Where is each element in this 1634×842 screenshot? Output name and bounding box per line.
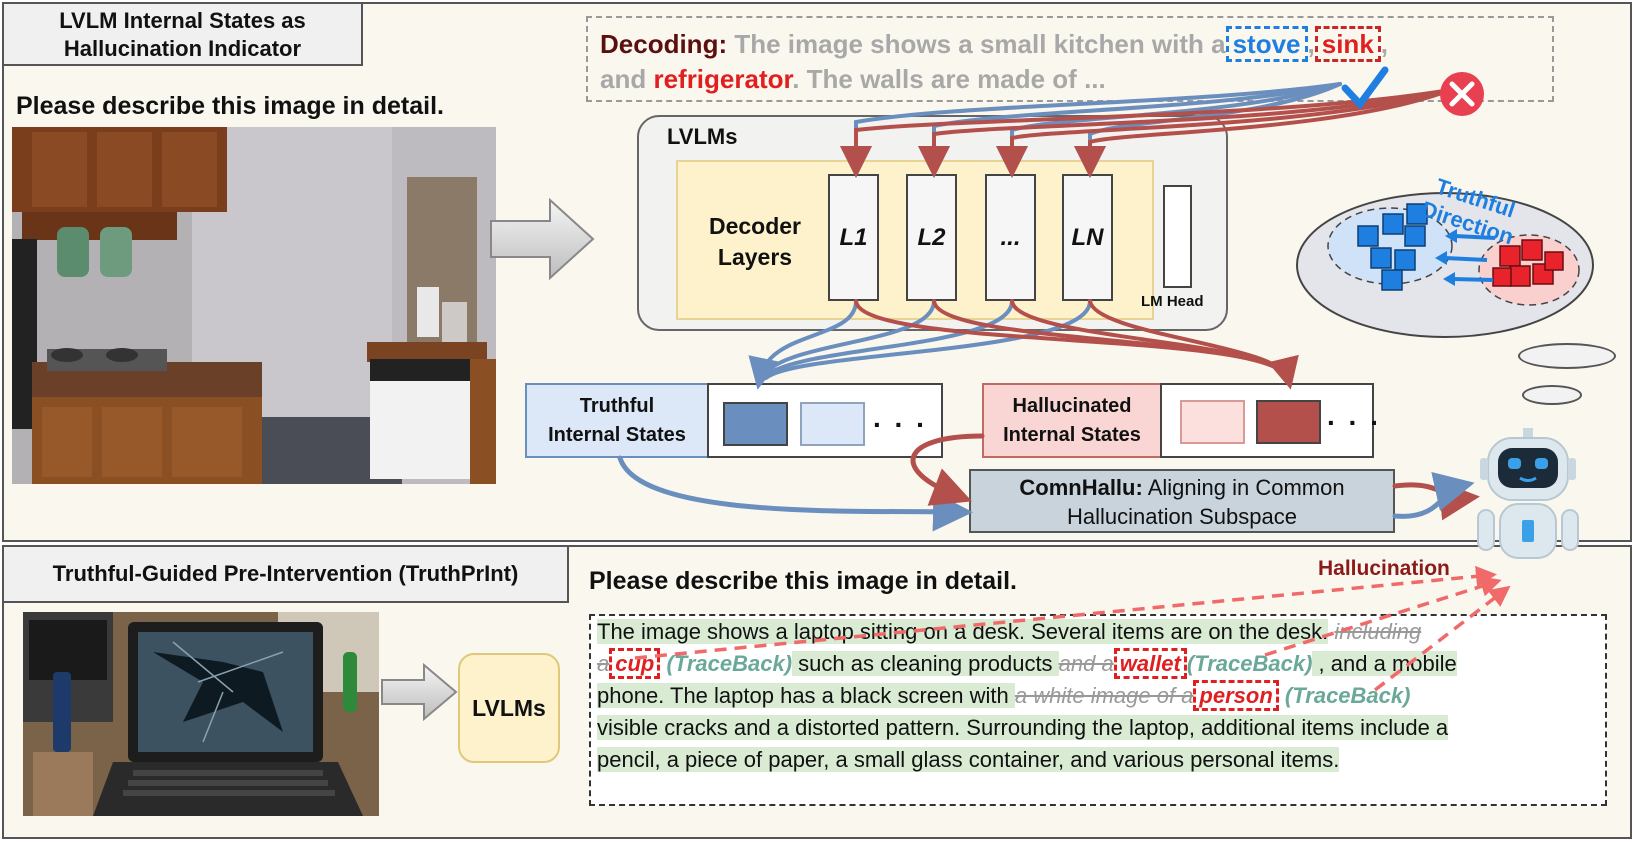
layer-ln: LN xyxy=(1062,174,1113,301)
stove-token: stove xyxy=(1225,26,1308,62)
bottom-prompt: Please describe this image in detail. xyxy=(589,567,1017,595)
decoding-text-4: . The walls are made of ... xyxy=(792,64,1106,94)
output-strike-2: a xyxy=(597,651,610,676)
sink-token: sink xyxy=(1314,26,1381,62)
thought-bubble-small xyxy=(1522,385,1582,405)
lvlm-title: LVLMs xyxy=(667,124,738,149)
truthful-states-label: Truthful Internal States xyxy=(525,383,709,458)
robot-icon xyxy=(1468,428,1588,583)
output-strike-1: including xyxy=(1334,619,1422,644)
decoding-text-1: The image shows a small kitchen with a xyxy=(727,29,1226,59)
truthful-states-dots: . . . xyxy=(873,402,927,433)
hallucinated-token-cup: cup xyxy=(609,648,661,679)
hallucinated-token-person: person xyxy=(1193,680,1279,711)
hallucinated-state-square-light xyxy=(1180,400,1245,444)
hallucination-label: Hallucination xyxy=(1318,557,1450,580)
hallucinated-states-label: Hallucinated Internal States xyxy=(982,383,1162,458)
decoding-sentence: Decoding: The image shows a small kitche… xyxy=(586,16,1554,102)
big-arrow-right xyxy=(488,197,598,286)
output-sentence-2: such as cleaning products xyxy=(792,651,1059,676)
comnhallu-line2: Hallucination Subspace xyxy=(1067,504,1297,529)
output-sentence-5: visible cracks and a distorted pattern. … xyxy=(597,715,1449,740)
truthful-direction-bubble xyxy=(1295,190,1595,345)
hallucinated-state-square-dark xyxy=(1256,400,1321,444)
truthful-state-square-dark xyxy=(723,402,788,446)
decoder-layers-label: Decoder Layers xyxy=(708,213,802,270)
traceback-3: (TraceBack) xyxy=(1284,683,1411,708)
decoding-text-2: , xyxy=(1380,29,1389,59)
output-strike-4: a white image of a xyxy=(1014,683,1194,708)
top-prompt: Please describe this image in detail. xyxy=(16,92,444,120)
layer-l1: L1 xyxy=(828,174,879,301)
hallucinated-token-wallet: wallet xyxy=(1113,648,1187,679)
output-strike-3: and a xyxy=(1058,651,1114,676)
traceback-1: (TraceBack) xyxy=(666,651,793,676)
bottom-panel-tag: Truthful-Guided Pre-Intervention (TruthP… xyxy=(2,545,569,603)
truthful-state-square-light xyxy=(800,402,865,446)
hallucinated-states-dots: . . . xyxy=(1327,400,1381,431)
comnhallu-name: ComnHallu: xyxy=(1019,475,1143,500)
traceback-2: (TraceBack) xyxy=(1186,651,1313,676)
output-sentence-4: phone. The laptop has a black screen wit… xyxy=(597,683,1015,708)
decoding-text-3: and xyxy=(600,64,654,94)
laptop-image xyxy=(23,612,379,816)
lm-head xyxy=(1163,185,1192,288)
top-panel-tag: LVLM Internal States as Hallucination In… xyxy=(2,2,363,66)
layer-ellipsis: ... xyxy=(985,174,1036,301)
comnhallu-box: ComnHallu: Aligning in Common Hallucinat… xyxy=(969,469,1395,533)
output-sentence-1: The image shows a laptop sitting on a de… xyxy=(597,619,1329,644)
lvlm-small-box: LVLMs xyxy=(458,653,560,763)
generated-description: The image shows a laptop sitting on a de… xyxy=(589,614,1607,806)
kitchen-image xyxy=(12,127,496,484)
thought-bubble-large xyxy=(1518,343,1616,369)
small-arrow-right xyxy=(380,662,460,727)
refrigerator-token: refrigerator xyxy=(653,64,793,94)
output-sentence-6: pencil, a piece of paper, a small glass … xyxy=(597,747,1340,772)
decoding-comma: , xyxy=(1307,29,1315,59)
output-sentence-3: , and a mobile xyxy=(1312,651,1457,676)
lm-head-label: LM Head xyxy=(1141,293,1204,310)
layer-l2: L2 xyxy=(906,174,957,301)
comnhallu-line1: Aligning in Common xyxy=(1142,475,1345,500)
decoding-label: Decoding: xyxy=(600,29,728,59)
